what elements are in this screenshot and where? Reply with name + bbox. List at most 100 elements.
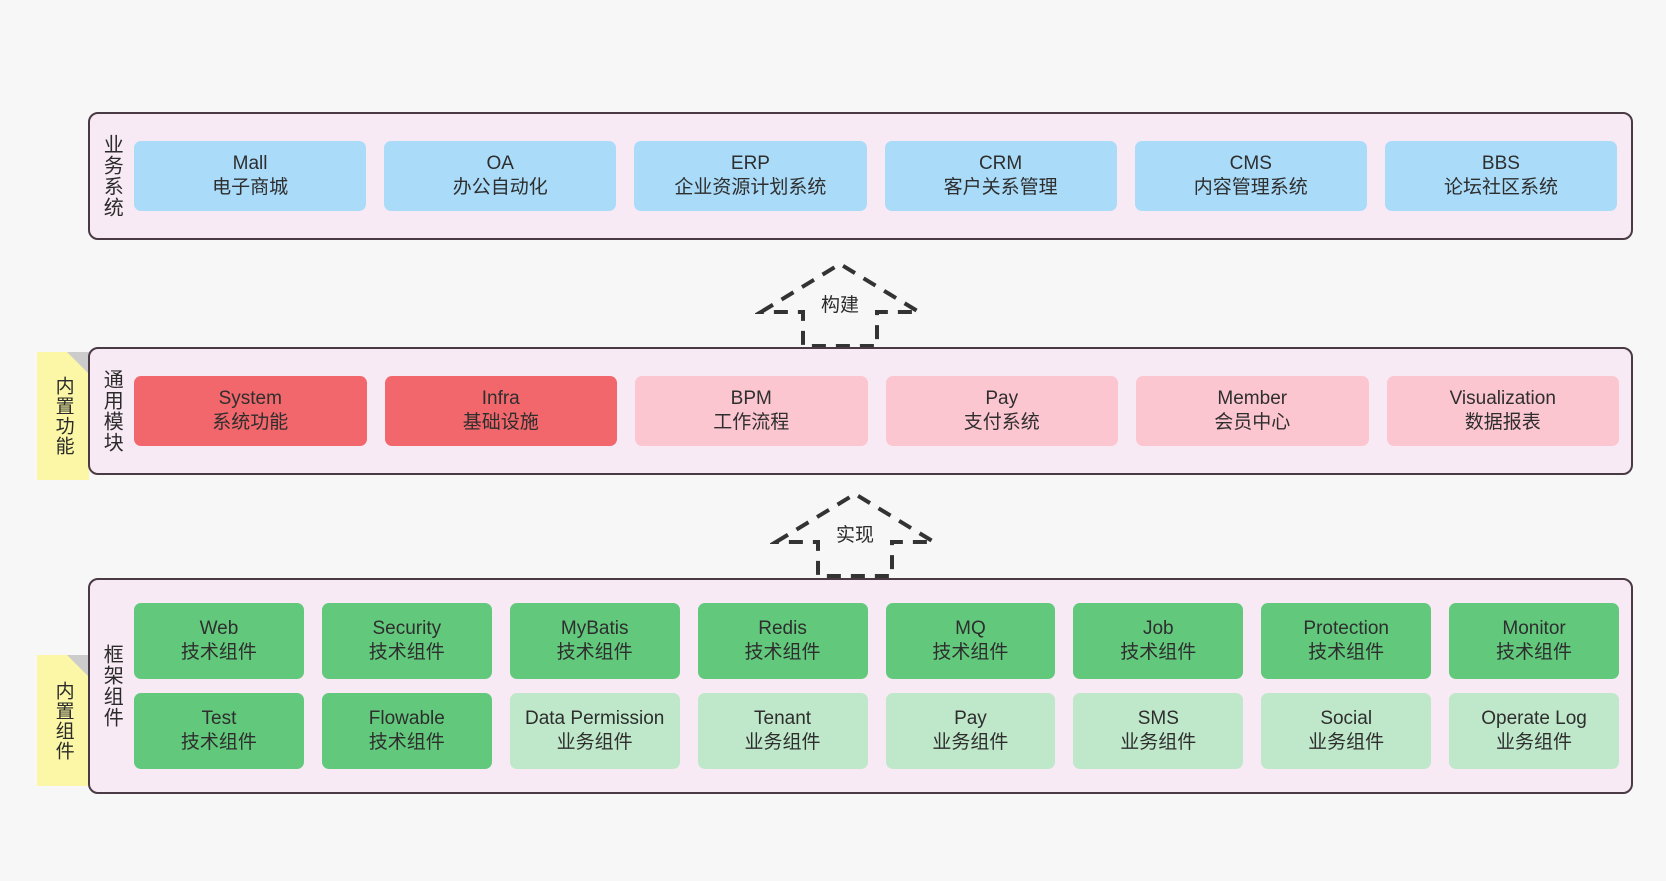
card-system[interactable]: System 系统功能 [134, 376, 367, 446]
card-subtitle: 客户关系管理 [943, 177, 1058, 198]
layer-body-framework: Web 技术组件 Security 技术组件 MyBatis 技术组件 Redi… [132, 580, 1631, 792]
card-job[interactable]: Job 技术组件 [1073, 603, 1244, 679]
layer-body-business: Mall 电子商城 OA 办公自动化 ERP 企业资源计划系统 CRM 客户关系… [132, 114, 1631, 238]
card-protection[interactable]: Protection 技术组件 [1261, 603, 1432, 679]
card-flowable[interactable]: Flowable 技术组件 [321, 693, 492, 769]
card-oa[interactable]: OA 办公自动化 [384, 141, 617, 211]
card-subtitle: 企业资源计划系统 [674, 177, 827, 198]
card-web[interactable]: Web 技术组件 [134, 603, 304, 679]
layer-title-business: 业务系统 [100, 134, 123, 218]
card-title: Infra [481, 387, 520, 409]
card-subtitle: 技术组件 [368, 732, 445, 753]
layer-title-modules: 通用模块 [100, 369, 123, 453]
card-mq[interactable]: MQ 技术组件 [885, 603, 1056, 679]
card-row-business: Test 技术组件 Flowable 技术组件 Data Permission … [134, 693, 1619, 769]
card-erp[interactable]: ERP 企业资源计划系统 [634, 141, 867, 211]
arrow-build: 构建 [755, 258, 925, 350]
card-crm[interactable]: CRM 客户关系管理 [884, 141, 1117, 211]
layer-framework-components: 框架组件 Web 技术组件 Security 技术组件 MyBatis 技术组件… [88, 578, 1633, 794]
card-subtitle: 技术组件 [1120, 642, 1197, 663]
card-title: Data Permission [524, 707, 665, 729]
card-title: Protection [1303, 617, 1389, 639]
card-operate-log[interactable]: Operate Log 业务组件 [1449, 693, 1619, 769]
dashed-up-arrow-icon [755, 261, 925, 348]
card-subtitle: 业务组件 [1308, 732, 1385, 753]
card-title: Social [1320, 707, 1373, 729]
card-row: Mall 电子商城 OA 办公自动化 ERP 企业资源计划系统 CRM 客户关系… [134, 141, 1618, 211]
card-subtitle: 业务组件 [1120, 732, 1197, 753]
arrow-label-build: 构建 [817, 290, 863, 317]
arrow-implement: 实现 [770, 488, 940, 580]
card-subtitle: 系统功能 [212, 412, 289, 433]
card-title: Redis [758, 617, 807, 639]
card-subtitle: 业务组件 [744, 732, 821, 753]
dashed-up-arrow-icon [770, 491, 940, 578]
card-title: Visualization [1449, 387, 1556, 409]
card-title: MyBatis [560, 617, 629, 639]
card-subtitle: 技术组件 [180, 642, 257, 663]
card-bbs[interactable]: BBS 论坛社区系统 [1384, 141, 1618, 211]
card-sms[interactable]: SMS 业务组件 [1073, 693, 1244, 769]
card-title: BPM [730, 387, 772, 409]
card-subtitle: 技术组件 [932, 642, 1009, 663]
card-subtitle: 技术组件 [744, 642, 821, 663]
card-social[interactable]: Social 业务组件 [1261, 693, 1432, 769]
card-subtitle: 技术组件 [1308, 642, 1385, 663]
sticky-note-builtin-components: 内置组件 [37, 655, 89, 786]
card-subtitle: 论坛社区系统 [1443, 177, 1558, 198]
card-redis[interactable]: Redis 技术组件 [697, 603, 868, 679]
card-row-tech: Web 技术组件 Security 技术组件 MyBatis 技术组件 Redi… [134, 603, 1619, 679]
card-title: Test [201, 707, 237, 729]
card-subtitle: 业务组件 [932, 732, 1009, 753]
card-subtitle: 技术组件 [1496, 642, 1573, 663]
card-subtitle: 技术组件 [180, 732, 257, 753]
page-fold-icon [67, 352, 89, 374]
page-fold-icon [67, 655, 89, 677]
layer-body-modules: System 系统功能 Infra 基础设施 BPM 工作流程 Pay 支付系统… [132, 349, 1631, 473]
card-title: System [218, 387, 282, 409]
card-subtitle: 业务组件 [1496, 732, 1573, 753]
card-title: CRM [978, 152, 1023, 174]
card-pay-component[interactable]: Pay 业务组件 [885, 693, 1056, 769]
card-title: MQ [955, 617, 986, 639]
card-cms[interactable]: CMS 内容管理系统 [1134, 141, 1367, 211]
card-monitor[interactable]: Monitor 技术组件 [1449, 603, 1619, 679]
card-title: Tenant [754, 707, 812, 729]
layer-common-modules: 通用模块 System 系统功能 Infra 基础设施 BPM 工作流程 Pay… [88, 347, 1633, 475]
card-title: SMS [1137, 707, 1179, 729]
card-title: Member [1217, 387, 1288, 409]
card-title: Job [1142, 617, 1174, 639]
card-mybatis[interactable]: MyBatis 技术组件 [509, 603, 680, 679]
card-pay-module[interactable]: Pay 支付系统 [885, 376, 1118, 446]
card-security[interactable]: Security 技术组件 [321, 603, 492, 679]
sticky-label: 内置功能 [52, 376, 74, 456]
card-member[interactable]: Member 会员中心 [1136, 376, 1369, 446]
card-subtitle: 支付系统 [963, 412, 1040, 433]
card-data-permission[interactable]: Data Permission 业务组件 [509, 693, 680, 769]
card-title: Flowable [368, 707, 445, 729]
card-title: CMS [1229, 152, 1272, 174]
card-title: Security [372, 617, 442, 639]
card-title: ERP [730, 152, 770, 174]
card-subtitle: 技术组件 [368, 642, 445, 663]
card-subtitle: 技术组件 [556, 642, 633, 663]
card-title: Mall [232, 152, 268, 174]
card-subtitle: 数据报表 [1464, 412, 1541, 433]
card-visualization[interactable]: Visualization 数据报表 [1386, 376, 1619, 446]
card-infra[interactable]: Infra 基础设施 [384, 376, 617, 446]
card-tenant[interactable]: Tenant 业务组件 [697, 693, 868, 769]
layer-business-systems: 业务系统 Mall 电子商城 OA 办公自动化 ERP 企业资源计划系统 CRM… [88, 112, 1633, 240]
card-test[interactable]: Test 技术组件 [134, 693, 304, 769]
card-row: System 系统功能 Infra 基础设施 BPM 工作流程 Pay 支付系统… [134, 376, 1619, 446]
card-subtitle: 基础设施 [462, 412, 539, 433]
card-subtitle: 电子商城 [212, 177, 289, 198]
card-bpm[interactable]: BPM 工作流程 [635, 376, 868, 446]
card-subtitle: 工作流程 [713, 412, 790, 433]
card-mall[interactable]: Mall 电子商城 [134, 141, 367, 211]
sticky-note-builtin-features: 内置功能 [37, 352, 89, 480]
sticky-label: 内置组件 [52, 680, 74, 761]
card-title: Web [199, 617, 239, 639]
card-title: Pay [954, 707, 987, 729]
arrow-label-implement: 实现 [832, 520, 878, 547]
